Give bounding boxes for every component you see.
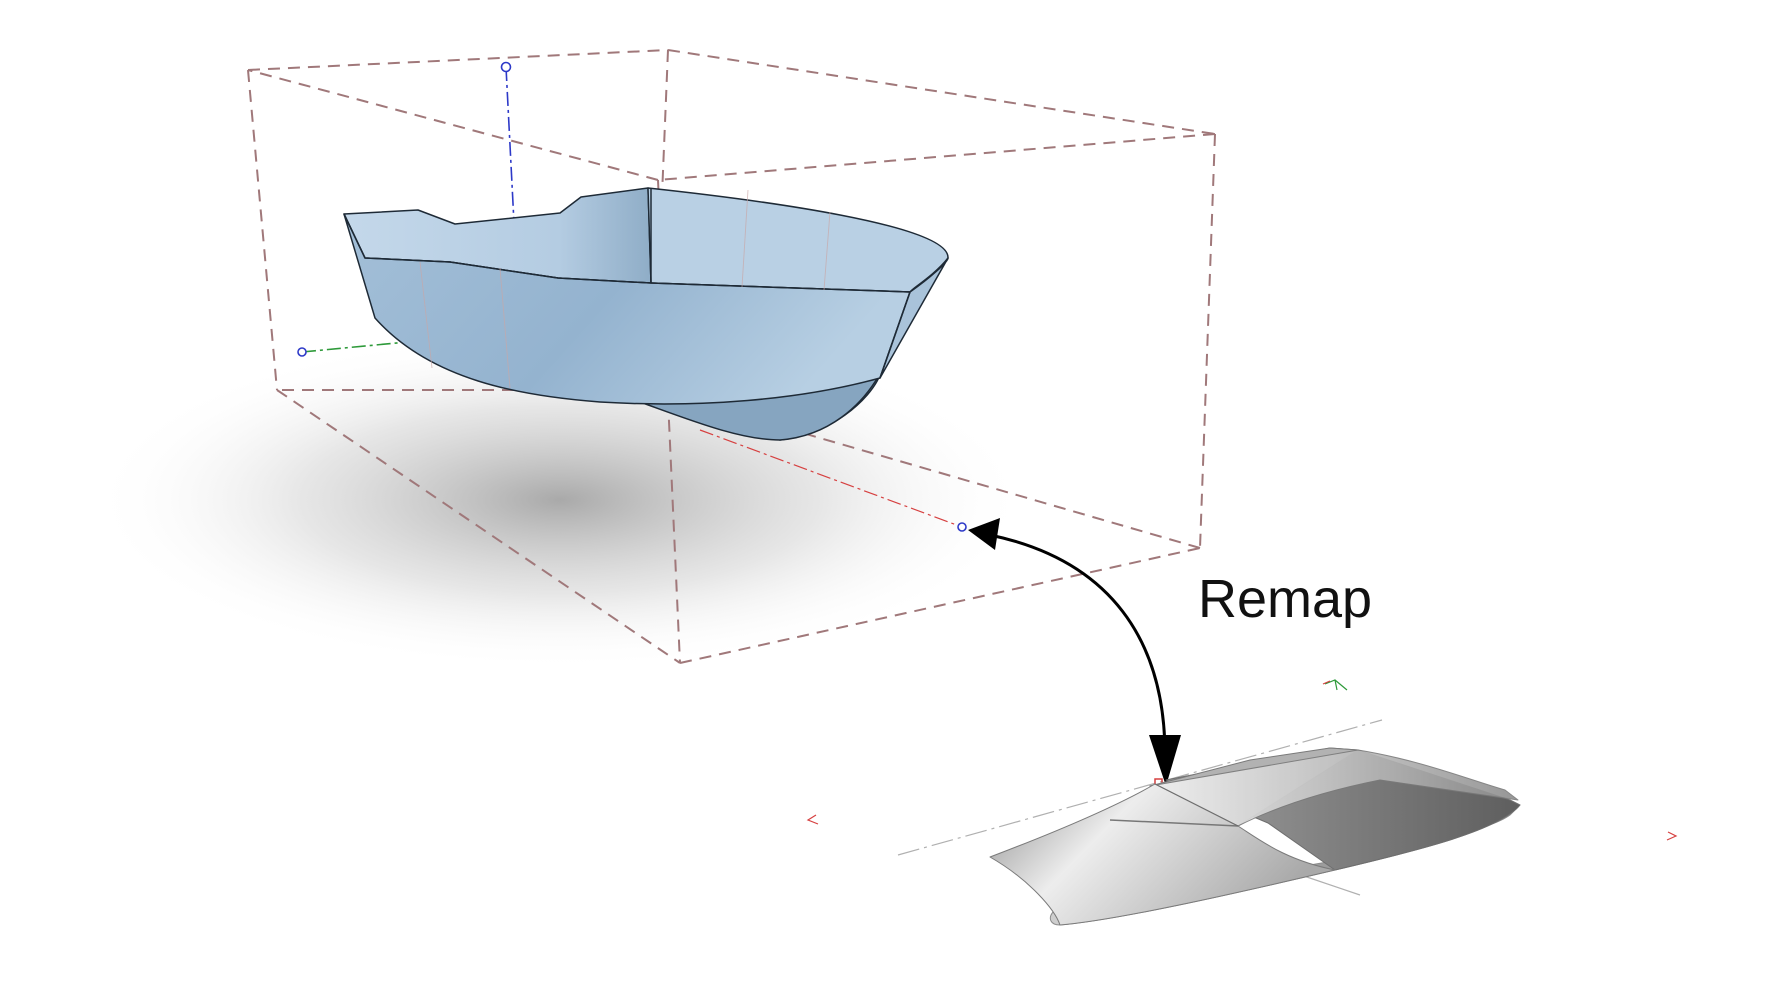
hull-sheer-line — [343, 213, 911, 293]
x-axis-handle-icon[interactable] — [957, 522, 967, 532]
corner-tick-right-icon — [1666, 831, 1678, 841]
hull-isocurves — [419, 189, 831, 389]
y-axis-handle-icon[interactable] — [297, 347, 307, 357]
arrowhead-bottom-icon — [1149, 735, 1181, 786]
remap-label: Remap — [1198, 569, 1372, 629]
blue-hull[interactable] — [343, 187, 949, 441]
hull-outer-side — [343, 213, 911, 405]
gray-hull[interactable] — [989, 747, 1521, 926]
corner-tick-top-icon — [1324, 679, 1348, 691]
z-axis-handle-icon[interactable] — [500, 61, 512, 73]
gray-hull-front-panel — [989, 783, 1336, 926]
hull-bow-inner — [647, 187, 949, 293]
corner-tick-left-icon — [806, 814, 819, 825]
hull-chine — [879, 257, 949, 379]
y-axis-line — [301, 335, 471, 353]
arrowhead-top-icon — [968, 518, 1000, 550]
gumball-axes[interactable] — [297, 61, 967, 532]
hull-keel — [639, 376, 879, 441]
x-axis-line — [699, 429, 963, 528]
remap-arrow — [968, 518, 1181, 786]
gray-hull-flare — [1149, 749, 1519, 827]
